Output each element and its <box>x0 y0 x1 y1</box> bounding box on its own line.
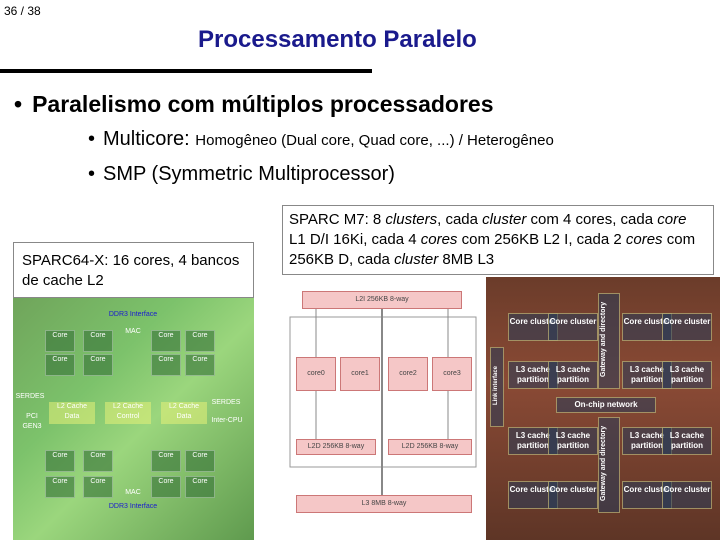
bullet-text: Multicore: <box>103 128 196 150</box>
die-label-mac-bottom: MAC <box>125 489 141 496</box>
die-core: Core <box>45 330 75 352</box>
die-label-ddr-top: DDR3 Interface <box>108 311 158 318</box>
sparc-m7-die-image: Core cluster Core cluster Core cluster C… <box>486 277 720 540</box>
m7-cache-diagram: L2I 256KB 8-way core0 core1 core2 core3 … <box>282 277 482 540</box>
die-core: Core <box>83 450 113 472</box>
caption-part: cores <box>420 231 458 248</box>
die-core: Core <box>45 450 75 472</box>
title-underline <box>0 69 372 73</box>
m7-core-cluster: Core cluster <box>548 481 598 509</box>
m7-l3-partition: L3 cache partition <box>662 427 712 455</box>
caption-part: cluster <box>394 251 439 268</box>
m7-l3-partition: L3 cache partition <box>662 361 712 389</box>
die-label-inter-cpu: Inter-CPU <box>211 417 243 424</box>
m7-l3-partition: L3 cache partition <box>548 427 598 455</box>
l2d-block-b: L2D 256KB 8-way <box>388 439 472 455</box>
caption-part: , cada <box>437 211 483 228</box>
die-l2-control: L2 Cache Control <box>105 402 151 424</box>
bullet-dot-icon: • <box>14 91 23 117</box>
die-core: Core <box>45 354 75 376</box>
die-l2-data-right: L2 Cache Data <box>161 402 207 424</box>
die-core: Core <box>83 354 113 376</box>
die-core: Core <box>45 476 75 498</box>
bullet-dot-icon: • <box>88 128 96 150</box>
sparc64x-caption: SPARC64-X: 16 cores, 4 bancos de cache L… <box>13 242 254 298</box>
caption-part: cores <box>625 231 663 248</box>
m7-core-cluster: Core cluster <box>548 313 598 341</box>
die-label-ddr-bottom: DDR3 Interface <box>108 503 158 510</box>
die-core: Core <box>151 354 181 376</box>
bullet-level1: • Paralelismo com múltiplos processadores <box>14 91 494 118</box>
m7-link-interface: Link interface <box>490 347 504 427</box>
caption-part: cluster <box>482 211 527 228</box>
caption-part: com 4 cores, cada <box>526 211 658 228</box>
caption-part: core <box>657 211 687 228</box>
core3-block: core3 <box>432 357 472 391</box>
die-label-pci: PCI GEN3 <box>22 413 42 430</box>
die-core: Core <box>185 354 215 376</box>
bullet-text: Paralelismo com múltiplos processadores <box>32 91 494 117</box>
m7-l3-partition: L3 cache partition <box>548 361 598 389</box>
die-label-mac-top: MAC <box>125 328 141 335</box>
die-l2-data-left: L2 Cache Data <box>49 402 95 424</box>
die-core: Core <box>185 450 215 472</box>
die-core: Core <box>83 476 113 498</box>
core1-block: core1 <box>340 357 380 391</box>
sparc-m7-caption: SPARC M7: 8 clusters, cada cluster com 4… <box>282 205 714 275</box>
slide-title: Processamento Paralelo <box>198 26 477 53</box>
caption-part: L1 D/I 16Ki, cada 4 <box>289 231 421 248</box>
caption-part: 8MB L3 <box>438 251 495 268</box>
diagram-arrows <box>289 309 477 495</box>
die-label-serdes-right: SERDES <box>211 399 241 406</box>
die-core: Core <box>151 330 181 352</box>
core0-block: core0 <box>296 357 336 391</box>
l2d-block-a: L2D 256KB 8-way <box>296 439 376 455</box>
m7-on-chip-network: On-chip network <box>556 397 656 413</box>
sparc64x-die-image: DDR3 Interface MAC Core Core Core Core C… <box>13 290 254 540</box>
m7-core-cluster: Core cluster <box>662 313 712 341</box>
m7-core-cluster: Core cluster <box>662 481 712 509</box>
die-core: Core <box>151 476 181 498</box>
bullet-subtext: Homogêneo (Dual core, Quad core, ...) / … <box>195 132 554 149</box>
l3-block: L3 8MB 8-way <box>296 495 472 513</box>
die-core: Core <box>185 476 215 498</box>
die-label-serdes-left: SERDES <box>15 393 45 400</box>
m7-gateway-directory: Gateway and directory <box>598 417 620 513</box>
caption-part: SPARC M7: 8 <box>289 211 386 228</box>
page-number: 36 / 38 <box>4 4 41 18</box>
l2i-block: L2I 256KB 8-way <box>302 291 462 309</box>
die-core: Core <box>151 450 181 472</box>
core2-block: core2 <box>388 357 428 391</box>
m7-gateway-directory: Gateway and directory <box>598 293 620 389</box>
bullet-dot-icon: • <box>88 163 96 185</box>
die-core: Core <box>83 330 113 352</box>
die-core: Core <box>185 330 215 352</box>
bullet-multicore: • Multicore: Homogêneo (Dual core, Quad c… <box>88 128 554 151</box>
caption-part: clusters <box>385 211 438 228</box>
bullet-smp: • SMP (Symmetric Multiprocessor) <box>88 163 395 186</box>
caption-part: com 256KB L2 I, cada 2 <box>457 231 626 248</box>
caption-part: com 256KB D, cada <box>289 231 696 268</box>
bullet-text: SMP (Symmetric Multiprocessor) <box>103 163 395 185</box>
